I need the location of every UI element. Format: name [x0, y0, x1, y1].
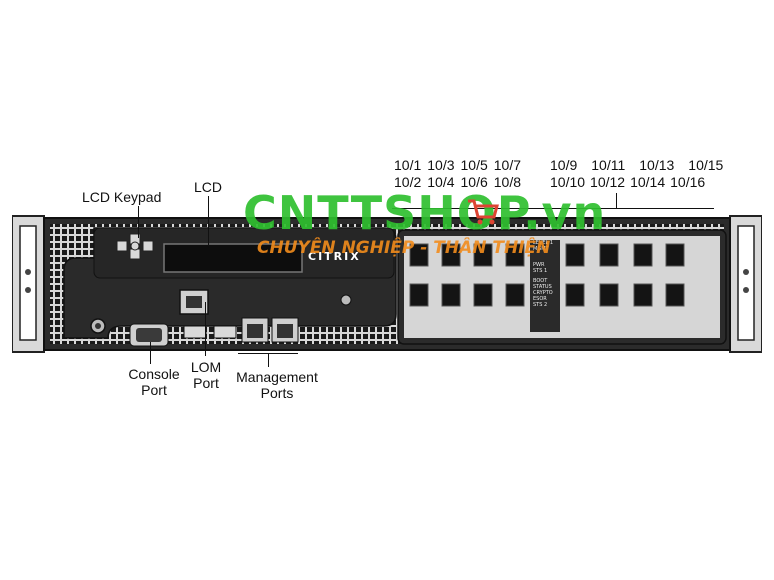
- shopping-cart-icon: [468, 199, 499, 225]
- lom-port-leader: [205, 302, 206, 356]
- watermark-subtitle: CHUYÊN NGHIỆP - THÂN THIỆN: [257, 238, 551, 258]
- lcd-leader: [208, 196, 209, 246]
- status-led-strip: [530, 240, 560, 332]
- sfp-ports-group-2: [565, 243, 685, 307]
- brand-logo: CITRIX: [308, 250, 361, 263]
- lcd-screen: [163, 243, 303, 273]
- appliance-front-panel: [12, 215, 762, 353]
- lcd-label: LCD: [194, 179, 223, 195]
- watermark-title: CNTTSHOP.vn: [243, 186, 607, 240]
- watermark: CNTTSHOP.vn CHUYÊN NGHIỆP - THÂN THIỆN: [243, 188, 606, 258]
- usb-port-1: [183, 325, 207, 339]
- lom-port-label: LOM Port: [190, 359, 222, 391]
- console-port-label: Console Port: [128, 366, 180, 398]
- sfp-ports-group-1: [409, 243, 525, 307]
- console-port-leader: [150, 342, 151, 364]
- usb-port-2: [213, 325, 237, 339]
- port-labels-bracket: [392, 208, 714, 209]
- lcd-keypad-label: LCD Keypad: [82, 189, 162, 205]
- lcd-keypad-leader: [138, 206, 139, 238]
- lcd-keypad: [116, 233, 154, 260]
- management-ports-label: Management Ports: [236, 369, 318, 401]
- status-led-labels: LEVEL 1 MGMT PWR STS 1 BOOT STATUS CRYPT…: [533, 240, 554, 308]
